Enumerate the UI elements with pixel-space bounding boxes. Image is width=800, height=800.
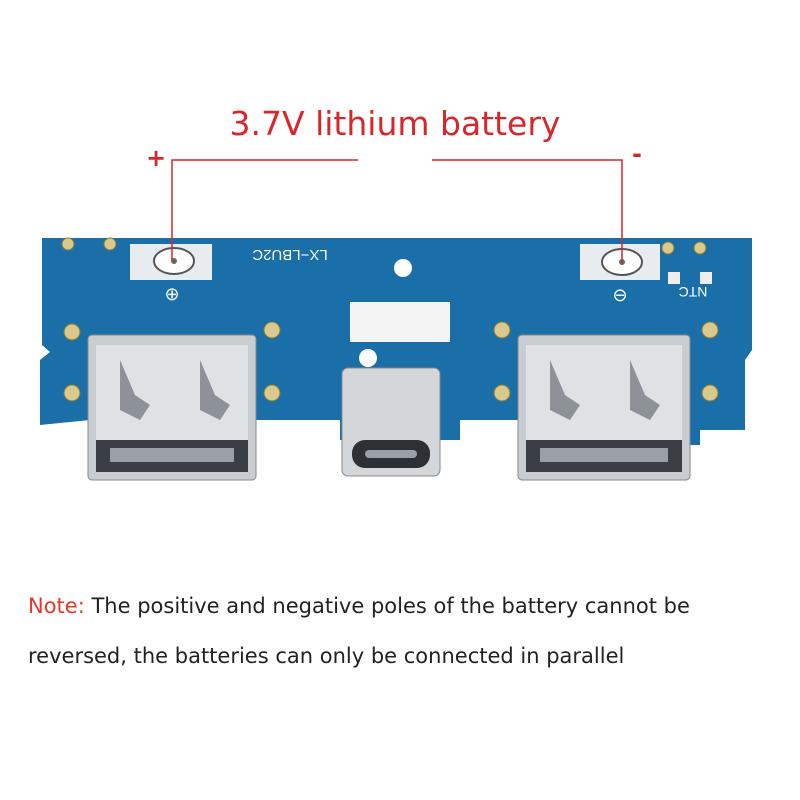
svg-text:LX−LBU2C: LX−LBU2C bbox=[252, 246, 328, 263]
note-line-1: Note: The positive and negative poles of… bbox=[28, 594, 690, 618]
title: 3.7V lithium battery bbox=[229, 104, 561, 143]
usb-port-right bbox=[517, 334, 691, 481]
svg-text:⊕: ⊕ bbox=[164, 284, 179, 305]
note-text-1: The positive and negative poles of the b… bbox=[84, 594, 690, 618]
usb-c-port bbox=[341, 367, 441, 477]
svg-text:NTC: NTC bbox=[679, 284, 708, 300]
positive-pole-label: + bbox=[146, 144, 167, 172]
note-line-2: reversed, the batteries can only be conn… bbox=[28, 644, 625, 668]
svg-text:⊖: ⊖ bbox=[612, 285, 627, 306]
note-label: Note: bbox=[28, 594, 85, 618]
polarity-leader-lines bbox=[171, 159, 623, 262]
usb-port-left bbox=[87, 334, 257, 481]
ic-label-area bbox=[350, 302, 450, 342]
negative-pole-label: - bbox=[632, 140, 642, 168]
